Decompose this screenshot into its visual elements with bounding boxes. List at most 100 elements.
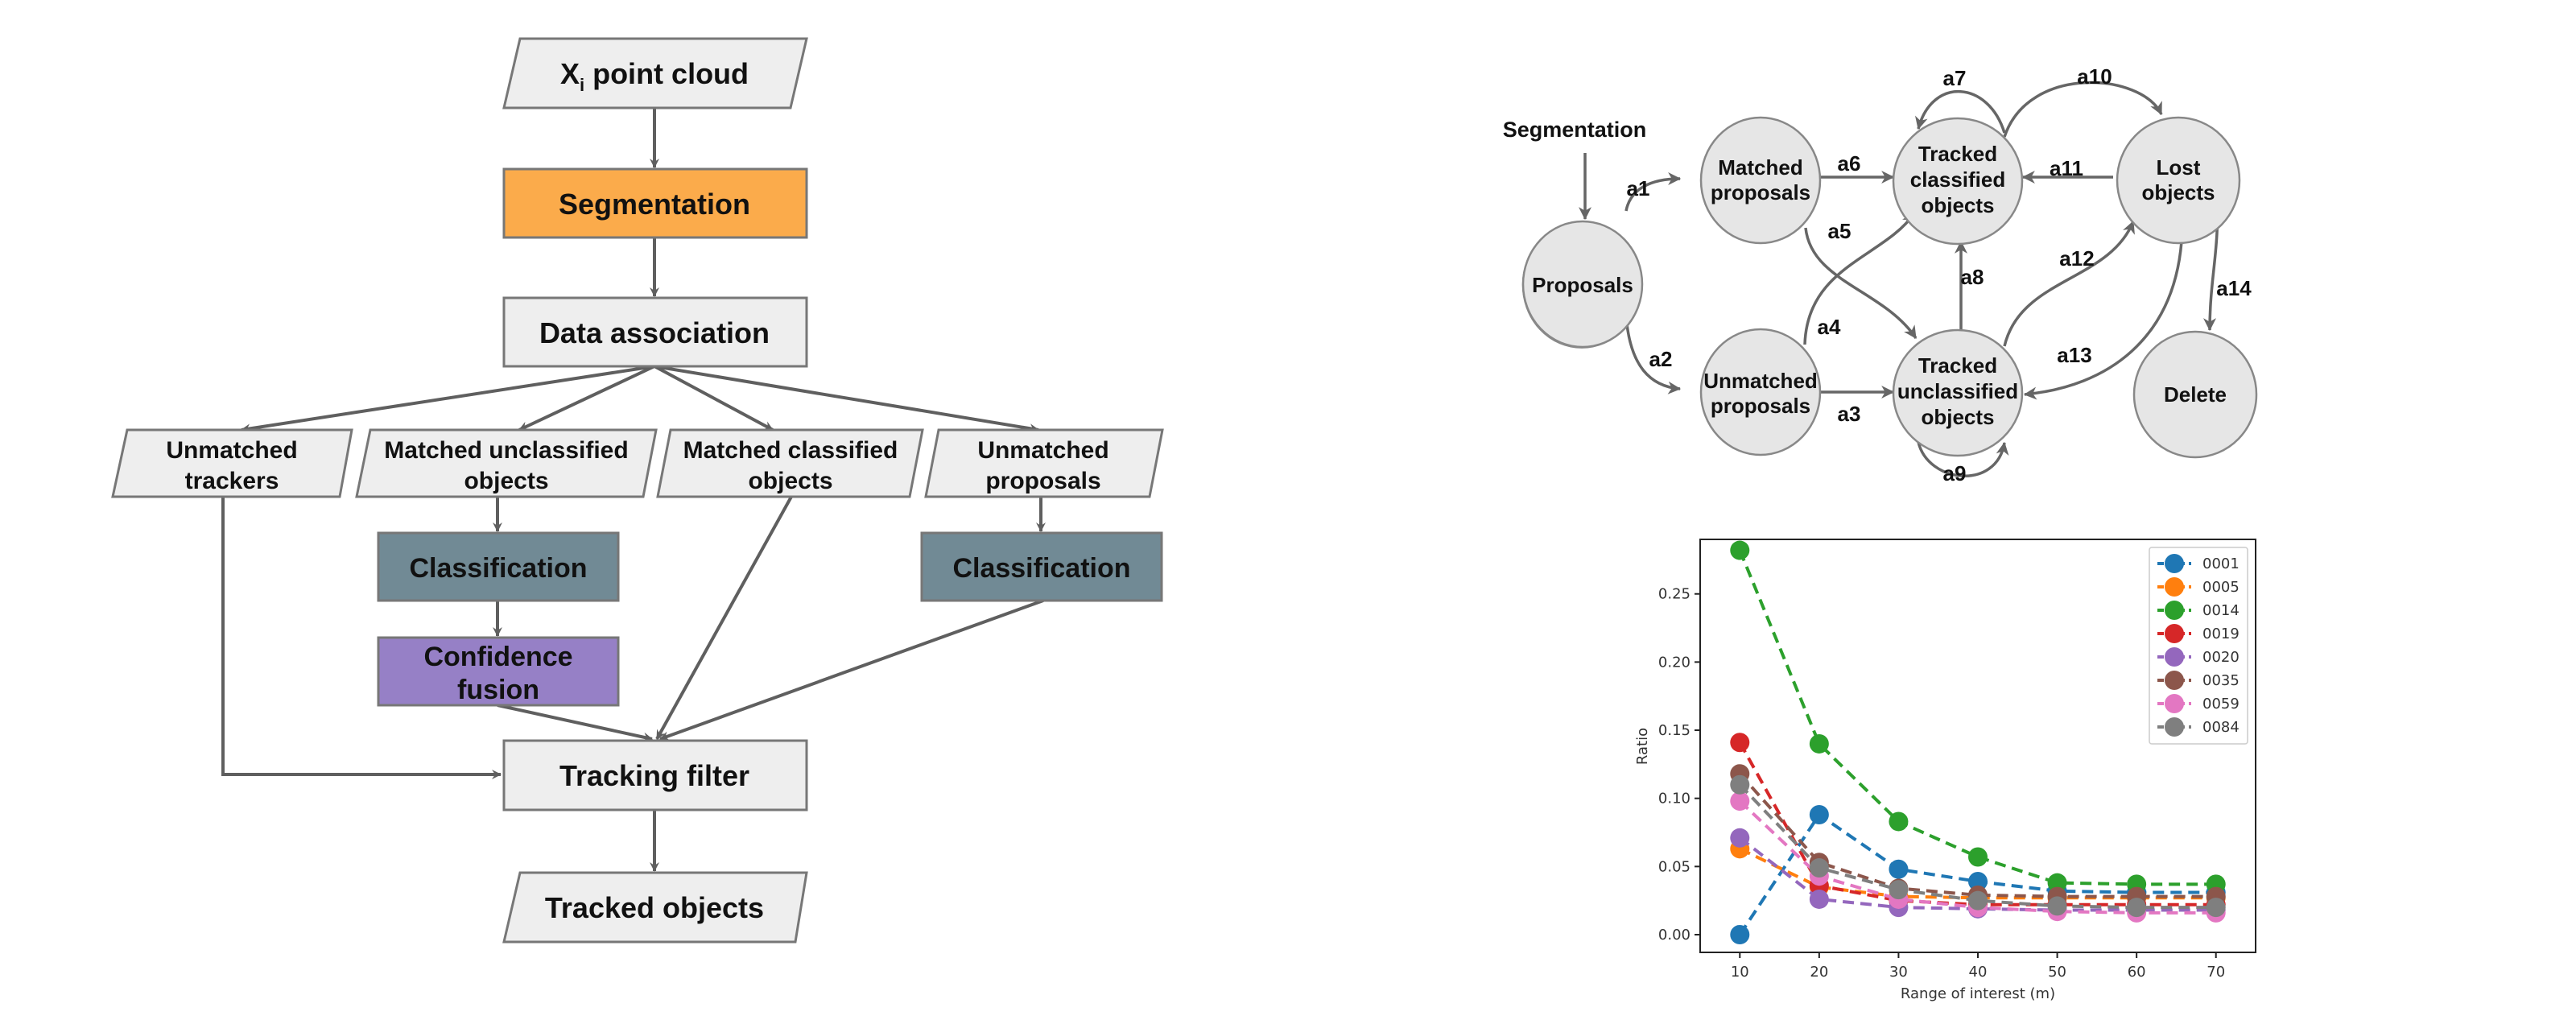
x-tick-label: 20: [1810, 964, 1828, 981]
data-point: [1809, 889, 1829, 909]
node-confidence-fusion: Confidence fusion: [377, 636, 620, 707]
x-tick-label: 30: [1889, 964, 1908, 981]
node-input-point-cloud: Xi point cloud: [502, 37, 808, 109]
transition-a5: [1804, 227, 1918, 339]
edge-matched-classified-to-filter: [655, 496, 793, 740]
y-tick-label: 0.05: [1658, 858, 1690, 875]
y-tick-label: 0.10: [1658, 791, 1690, 807]
svg-text:Data association: Data association: [539, 316, 770, 349]
edge-association-to-matched-classified: [654, 365, 774, 432]
svg-text:Confidence: Confidence: [423, 642, 572, 672]
svg-text:trackers: trackers: [185, 468, 279, 494]
transition-a13: [2023, 241, 2183, 400]
edge-association-to-unmatched-proposals: [654, 365, 1039, 434]
flow-edges: [221, 108, 1046, 872]
legend-item-0020: 0020: [2157, 647, 2240, 667]
edge-unmatched-trackers-to-filter: [221, 497, 502, 779]
data-point: [1809, 858, 1829, 878]
data-point: [1730, 828, 1750, 848]
chart-legend: 0001 0005 0014 0019 0020 0035 0059 0084: [2149, 547, 2248, 745]
data-point: [1730, 791, 1750, 811]
data-point: [1730, 774, 1750, 795]
svg-text:objects: objects: [464, 468, 548, 494]
legend-label: 0020: [2202, 649, 2240, 666]
svg-text:Unmatched: Unmatched: [977, 437, 1108, 464]
legend-label: 0019: [2202, 626, 2240, 642]
legend-box: [2149, 547, 2248, 745]
transition-a7: [1915, 89, 2006, 134]
svg-text:Matched classified: Matched classified: [683, 437, 898, 464]
legend-item-0059: 0059: [2157, 694, 2240, 713]
node-tracked-objects: Tracked objects: [502, 871, 808, 944]
x-tick-label: 10: [1731, 964, 1749, 981]
data-point: [1889, 859, 1909, 879]
data-point: [1889, 811, 1909, 832]
transition-a1: [1624, 172, 1682, 212]
legend-label: 0005: [2202, 579, 2240, 596]
legend-label: 0014: [2202, 602, 2240, 619]
legend-marker: [2165, 601, 2184, 620]
data-point: [1730, 733, 1750, 753]
legend-label: 0059: [2202, 696, 2240, 712]
svg-text:Segmentation: Segmentation: [559, 188, 750, 221]
y-tick-label: 0.20: [1658, 654, 1690, 671]
y-tick-label: 0.15: [1658, 722, 1690, 739]
node-segmentation: Segmentation: [502, 167, 808, 239]
svg-text:fusion: fusion: [457, 675, 539, 705]
legend-marker: [2165, 647, 2184, 667]
x-tick-label: 60: [2128, 964, 2146, 981]
node-matched-unclassified-objects: Matched unclassified objects: [355, 428, 658, 498]
y-tick-label: 0.00: [1658, 927, 1690, 944]
x-tick-label: 50: [2048, 964, 2066, 981]
legend-label: 0035: [2202, 672, 2240, 689]
svg-text:proposals: proposals: [985, 468, 1100, 494]
edge-association-to-unmatched-trackers: [241, 365, 655, 434]
x-tick-label: 40: [1969, 964, 1988, 981]
node-tracking-filter: Tracking filter: [502, 739, 808, 811]
legend-marker: [2165, 577, 2184, 597]
legend-marker: [2165, 671, 2184, 690]
data-point: [2206, 898, 2226, 918]
svg-text:Tracked objects: Tracked objects: [545, 891, 764, 924]
legend-item-0019: 0019: [2157, 624, 2240, 643]
node-classification-left: Classification: [377, 531, 620, 602]
node-unmatched-trackers: Unmatched trackers: [111, 428, 353, 498]
data-point: [2047, 873, 2067, 893]
data-point: [1809, 733, 1829, 754]
edge-fusion-to-filter: [497, 704, 653, 742]
data-point: [1730, 924, 1750, 944]
data-point: [1968, 871, 1988, 891]
x-axis-label: Range of interest (m): [1901, 985, 2055, 1002]
legend-marker: [2165, 717, 2184, 737]
legend-item-0014: 0014: [2157, 601, 2240, 620]
data-point: [2047, 896, 2067, 916]
data-point: [2127, 898, 2147, 918]
legend-item-0084: 0084: [2157, 717, 2240, 737]
data-point: [1809, 805, 1829, 824]
node-data-association: Data association: [502, 296, 808, 368]
svg-text:Classification: Classification: [409, 553, 587, 584]
transition-a10: [2003, 81, 2163, 138]
svg-text:Xi point cloud: Xi point cloud: [560, 57, 749, 95]
data-point: [1968, 890, 1988, 911]
legend-label: 0001: [2202, 555, 2240, 572]
svg-text:objects: objects: [748, 468, 832, 494]
svg-text:Tracking filter: Tracking filter: [559, 759, 749, 792]
legend-item-0001: 0001: [2157, 554, 2240, 573]
x-tick-label: 70: [2207, 964, 2225, 981]
state-input-label: Segmentation: [1503, 118, 1647, 142]
svg-text:Classification: Classification: [952, 553, 1130, 584]
edge-classification-right-to-filter: [659, 599, 1044, 741]
node-matched-classified-objects: Matched classified objects: [656, 428, 924, 498]
pipeline-flowchart: Xi point cloud Segmentation Data associa…: [111, 37, 1164, 944]
node-unmatched-proposals: Unmatched proposals: [924, 428, 1164, 498]
svg-text:Unmatched: Unmatched: [166, 437, 297, 464]
legend-marker: [2165, 554, 2184, 573]
legend-marker: [2165, 624, 2184, 643]
data-point: [1968, 847, 1988, 867]
svg-text:Matched unclassified: Matched unclassified: [384, 437, 628, 464]
data-point: [1889, 880, 1909, 900]
node-classification-right: Classification: [920, 531, 1163, 602]
legend-label: 0084: [2202, 719, 2240, 736]
